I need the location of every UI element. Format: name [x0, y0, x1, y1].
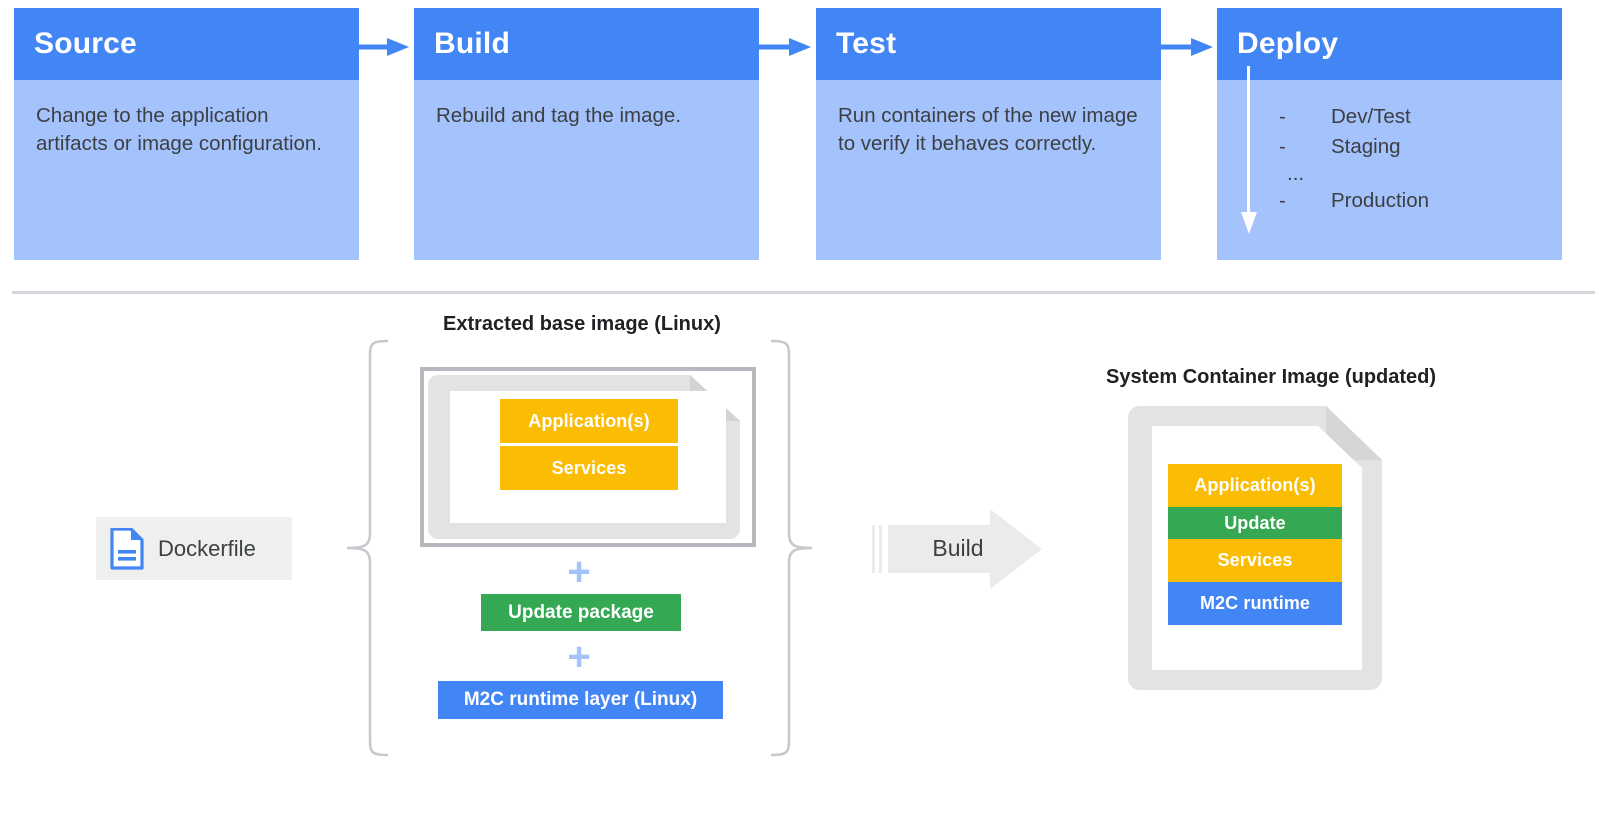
stage-card-body: Rebuild and tag the image.: [414, 80, 759, 260]
stage-card-header: Test: [816, 8, 1161, 80]
brace-right-icon: [770, 339, 813, 757]
system-container-image-label: System Container Image (updated): [1106, 366, 1437, 388]
stage-title: Build: [434, 27, 510, 60]
list-item-label: Production: [1331, 189, 1430, 212]
brace-left-icon: [346, 339, 389, 757]
result-layer-stack: Application(s) Update Services M2C runti…: [1168, 464, 1342, 625]
arrow-right-icon: [357, 38, 409, 56]
dockerfile-label: Dockerfile: [158, 535, 256, 561]
deploy-environment-list: - Dev/Test - Staging ... - Production: [1239, 102, 1540, 216]
extracted-base-image-frame: Application(s) Services: [420, 367, 756, 547]
list-bullet: -: [1279, 105, 1286, 128]
list-item-label: Dev/Test: [1331, 105, 1411, 128]
list-item: - Production: [1239, 186, 1540, 216]
list-bullet: -: [1279, 135, 1286, 158]
layer-box: Application(s): [1168, 464, 1342, 507]
stage-card-build[interactable]: Build Rebuild and tag the image.: [414, 8, 759, 260]
list-item-label: ...: [1287, 162, 1305, 185]
document-icon: [110, 527, 144, 570]
layer-box: Application(s): [500, 399, 678, 443]
update-package-box: Update package: [481, 594, 681, 631]
stage-description: Run containers of the new image to verif…: [838, 104, 1138, 155]
stage-card-body: Run containers of the new image to verif…: [816, 80, 1161, 260]
stage-title: Source: [34, 27, 137, 60]
stage-card-header: Build: [414, 8, 759, 80]
list-item-label: Staging: [1331, 135, 1401, 158]
build-arrow-label: Build: [932, 535, 984, 561]
stage-description: Rebuild and tag the image.: [436, 104, 682, 127]
list-item: - Staging: [1239, 132, 1540, 162]
list-item: - Dev/Test: [1239, 102, 1540, 132]
arrow-right-icon: [1161, 38, 1213, 56]
layer-box: Services: [1168, 539, 1342, 582]
plus-icon: +: [567, 550, 591, 594]
stage-card-header: Deploy: [1217, 8, 1562, 80]
layer-box: Update: [1168, 507, 1342, 539]
stage-card-body: Change to the application artifacts or i…: [14, 80, 359, 260]
arrow-right-block-icon: [872, 509, 1042, 589]
ci-cd-pipeline: Source Change to the application artifac…: [0, 0, 1606, 270]
stage-card-test[interactable]: Test Run containers of the new image to …: [816, 8, 1161, 260]
stage-card-header: Source: [14, 8, 359, 80]
extracted-layer-stack: Application(s) Services: [500, 399, 678, 490]
extracted-base-image-label: Extracted base image (Linux): [443, 313, 721, 335]
stage-title: Test: [836, 27, 897, 60]
stage-card-source[interactable]: Source Change to the application artifac…: [14, 8, 359, 260]
dockerfile-chip[interactable]: Dockerfile: [96, 517, 292, 580]
plus-icon: +: [567, 635, 591, 679]
section-divider: [12, 291, 1595, 294]
stage-title: Deploy: [1237, 27, 1339, 60]
stage-card-deploy[interactable]: Deploy - Dev/Test - Staging ...: [1217, 8, 1562, 260]
layer-box: M2C runtime: [1168, 582, 1342, 625]
build-arrow[interactable]: Build: [872, 507, 1044, 591]
layer-box: Services: [500, 446, 678, 490]
list-item-ellipsis: ...: [1239, 162, 1540, 186]
arrow-down-icon: [1241, 66, 1257, 234]
image-build-diagram: Extracted base image (Linux) System Cont…: [0, 300, 1606, 822]
stage-description: Change to the application artifacts or i…: [36, 104, 322, 155]
stage-card-body: - Dev/Test - Staging ... - Production: [1217, 80, 1562, 260]
list-bullet: -: [1279, 189, 1286, 212]
arrow-right-icon: [759, 38, 811, 56]
m2c-runtime-layer-box: M2C runtime layer (Linux): [438, 681, 723, 719]
